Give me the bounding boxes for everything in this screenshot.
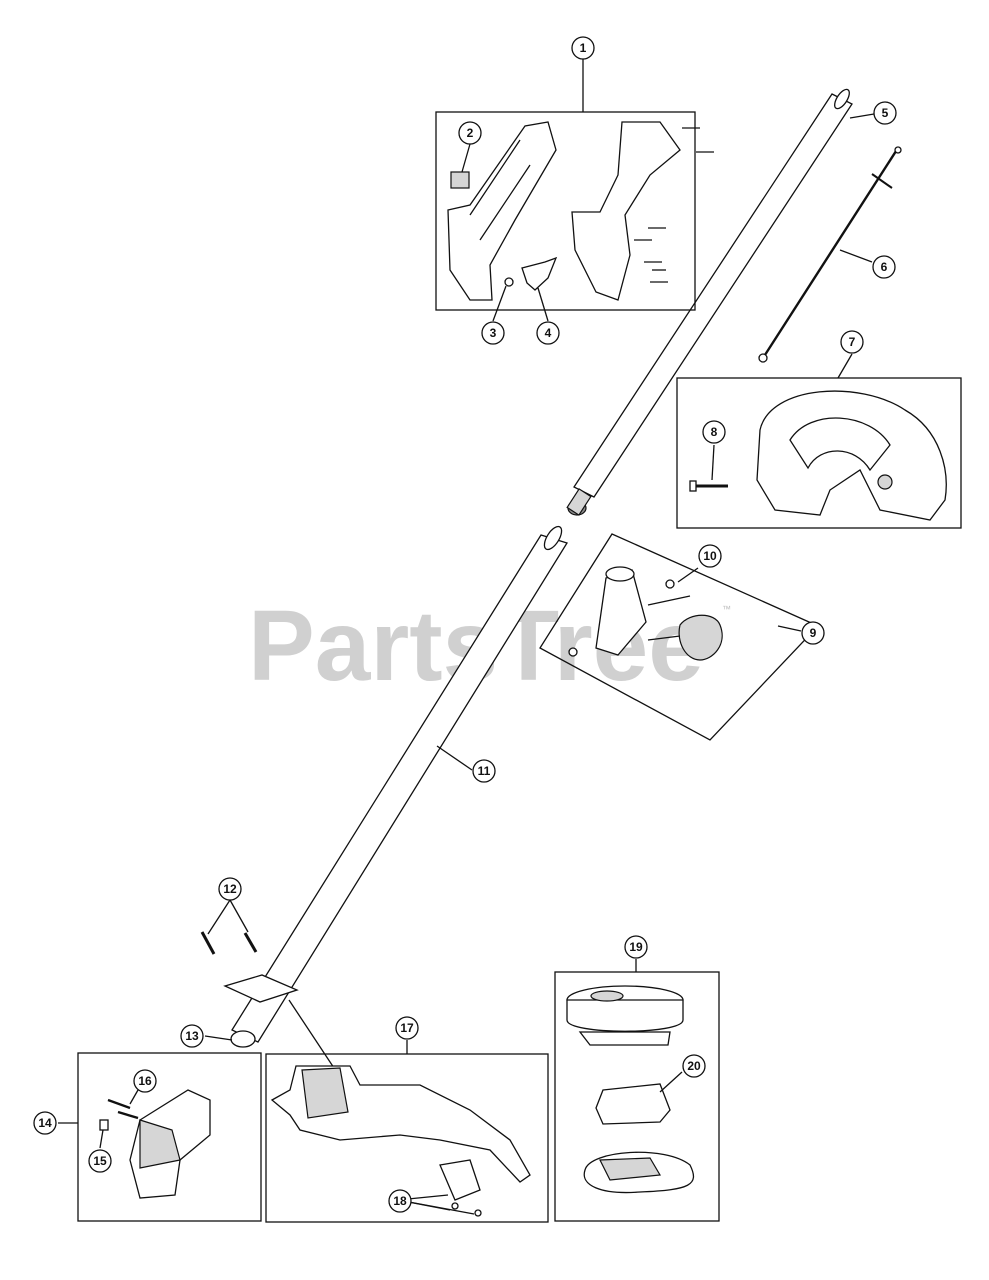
callout-1: 1 — [571, 36, 595, 60]
callout-19: 19 — [624, 935, 648, 959]
svg-text:14: 14 — [38, 1116, 52, 1130]
svg-text:5: 5 — [882, 106, 889, 120]
svg-text:15: 15 — [93, 1154, 107, 1168]
lower-shaft — [230, 525, 568, 1048]
callout-3: 3 — [481, 321, 505, 345]
callout-6: 6 — [872, 255, 896, 279]
watermark-trademark: ™ — [722, 604, 731, 614]
clamp-parts — [200, 899, 335, 1069]
svg-text:17: 17 — [400, 1021, 414, 1035]
trimmer-head-box — [554, 959, 720, 1222]
upper-shaft — [566, 88, 853, 516]
svg-text:2: 2 — [467, 126, 474, 140]
trimmer-cable — [758, 146, 902, 363]
svg-text:9: 9 — [810, 626, 817, 640]
callout-20: 20 — [682, 1054, 706, 1078]
callout-18: 18 — [388, 1189, 412, 1213]
callout-2: 2 — [458, 121, 482, 145]
svg-text:13: 13 — [185, 1029, 199, 1043]
svg-text:3: 3 — [490, 326, 497, 340]
svg-text:6: 6 — [881, 260, 888, 274]
handle-assembly-box — [435, 59, 714, 322]
callouts: 1 2 3 4 5 6 7 8 9 10 11 12 13 14 15 16 1… — [33, 36, 897, 1213]
assist-handle-box — [676, 353, 962, 529]
leader-11 — [436, 745, 473, 771]
callout-15: 15 — [88, 1149, 112, 1173]
callout-9: 9 — [801, 621, 825, 645]
svg-text:20: 20 — [687, 1059, 701, 1073]
leader-16 — [129, 1089, 139, 1105]
callout-14: 14 — [33, 1111, 57, 1135]
callout-10: 10 — [698, 544, 722, 568]
svg-text:7: 7 — [849, 335, 856, 349]
leader-6 — [839, 249, 873, 263]
callout-17: 17 — [395, 1016, 419, 1040]
svg-text:16: 16 — [138, 1074, 152, 1088]
callout-4: 4 — [536, 321, 560, 345]
guard-box — [265, 1040, 549, 1223]
svg-text:4: 4 — [545, 326, 552, 340]
callout-12: 12 — [218, 877, 242, 901]
callout-5: 5 — [873, 101, 897, 125]
callout-13: 13 — [180, 1024, 204, 1048]
svg-text:12: 12 — [223, 882, 237, 896]
leader-9 — [777, 625, 802, 632]
svg-text:8: 8 — [711, 425, 718, 439]
gearhead-box — [58, 1052, 262, 1222]
callout-11: 11 — [472, 759, 496, 783]
coupler-box — [539, 533, 820, 741]
leader-5 — [849, 113, 875, 119]
svg-text:10: 10 — [703, 549, 717, 563]
svg-text:19: 19 — [629, 940, 643, 954]
svg-text:18: 18 — [393, 1194, 407, 1208]
callout-16: 16 — [133, 1069, 157, 1093]
svg-text:11: 11 — [478, 764, 491, 778]
callout-7: 7 — [840, 330, 864, 354]
svg-text:1: 1 — [580, 41, 587, 55]
callout-8: 8 — [702, 420, 726, 444]
